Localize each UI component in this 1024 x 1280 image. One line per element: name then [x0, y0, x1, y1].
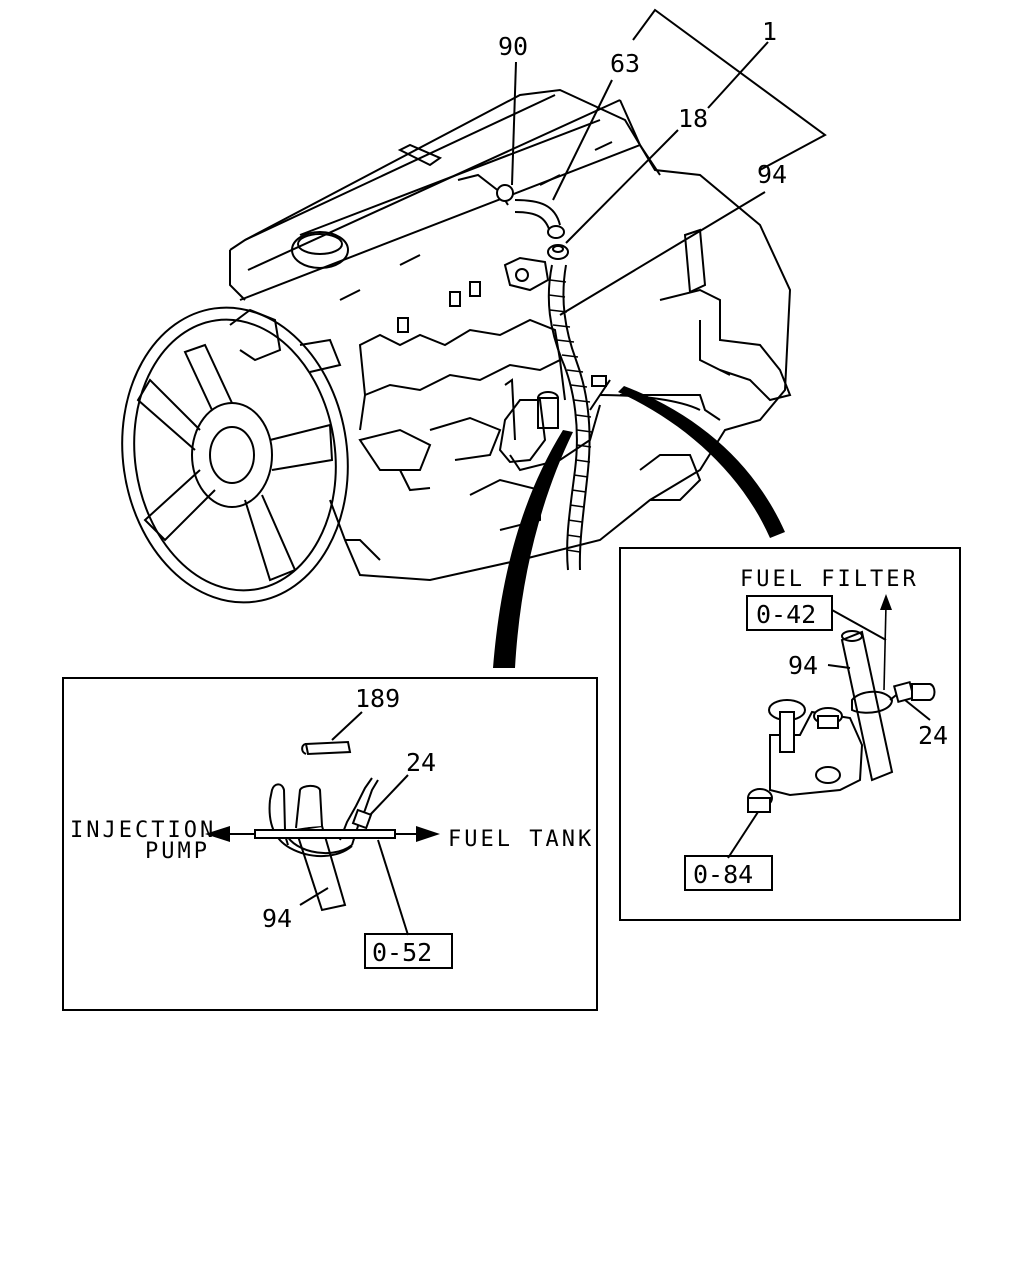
main-leader-lines — [511, 8, 827, 316]
ref-box-0-52 — [364, 933, 453, 969]
leader-90 — [511, 61, 517, 186]
callout-94-main: 94 — [757, 160, 787, 189]
label-fuel-filter: FUEL FILTER — [740, 567, 919, 592]
callout-94-left: 94 — [262, 904, 292, 933]
label-fuel-tank: FUEL TANK — [448, 827, 594, 852]
cooling-fan — [121, 306, 349, 604]
callout-1: 1 — [762, 17, 777, 46]
callout-189: 189 — [355, 684, 400, 713]
fuel-line-arrows — [205, 826, 440, 842]
leader-24-left — [369, 774, 409, 816]
ref-0-52: 0-52 — [372, 938, 432, 967]
arrow-to-fuel-filter — [880, 594, 892, 610]
leader-63 — [552, 79, 613, 201]
leader-94-left — [299, 887, 329, 906]
leader-24-right — [904, 699, 931, 721]
callout-90: 90 — [498, 32, 528, 61]
ref-0-84: 0-84 — [693, 860, 753, 889]
leader-0-52 — [377, 839, 409, 936]
leader-18 — [565, 129, 679, 244]
pipe-189 — [301, 740, 352, 756]
callout-18: 18 — [678, 104, 708, 133]
label-injection: INJECTION — [70, 818, 216, 843]
leader-94-main — [559, 191, 766, 316]
pointer-left-detail — [493, 430, 573, 668]
callout-24-right: 24 — [918, 721, 948, 750]
label-pump: PUMP — [145, 839, 210, 864]
leader-1 — [707, 41, 769, 109]
hose-94-right — [840, 630, 936, 782]
leader-94-right — [827, 664, 851, 669]
leader-0-42 — [831, 609, 887, 641]
ref-box-0-42 — [746, 595, 833, 631]
leader-0-84 — [727, 811, 759, 859]
callout-63: 63 — [610, 49, 640, 78]
callout-24-left: 24 — [406, 748, 436, 777]
ref-0-42: 0-42 — [756, 600, 816, 629]
detail-box-right: FUEL FILTER 0-42 9 — [619, 547, 961, 921]
leader-189 — [331, 711, 363, 741]
pointer-right-detail — [618, 386, 785, 538]
fuel-filter-line — [883, 604, 887, 691]
ref-box-0-84 — [684, 855, 773, 891]
corrugated-hose — [547, 264, 593, 571]
fuel-filter-head — [747, 699, 864, 813]
arrow-to-fuel-tank — [416, 826, 440, 842]
callout-94-right: 94 — [788, 651, 818, 680]
return-hose-assembly — [457, 173, 569, 292]
engine-block — [229, 88, 792, 582]
arrow-to-injection-pump — [205, 826, 230, 842]
detail-box-left: 189 24 94 INJECTION PUMP FUEL TANK 0-52 — [62, 677, 598, 1011]
engine-illustration — [121, 88, 792, 604]
